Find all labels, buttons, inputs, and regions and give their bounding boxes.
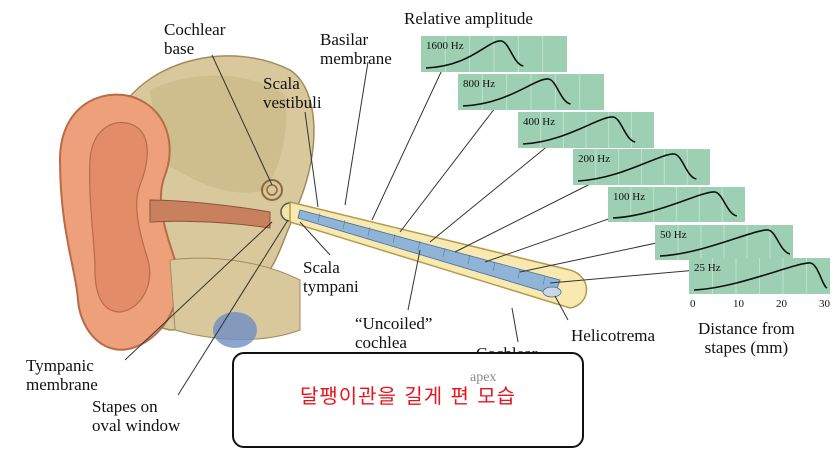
label-cochlear-base: Cochlear base [164, 20, 225, 58]
axis-tick: 0 [690, 298, 696, 310]
frequency-label: 50 Hz [660, 229, 687, 241]
label-tympanic-membrane: Tympanic membrane [26, 356, 98, 394]
label-scala-tympani: Scala tympani [303, 258, 359, 296]
label-relative-amplitude: Relative amplitude [404, 9, 533, 28]
axis-tick: 10 [733, 298, 744, 310]
axis-tick: 30 [819, 298, 830, 310]
label-helicotrema: Helicotrema [571, 326, 655, 345]
label-stapes-oval-window: Stapes on oval window [92, 397, 180, 435]
callout-box: 달팽이관을 길게 편 모습 [232, 352, 584, 448]
callout-text: 달팽이관을 길게 편 모습 [234, 380, 582, 409]
label-uncoiled-cochlea: “Uncoiled” cochlea [355, 314, 432, 352]
label-basilar-membrane: Basilar membrane [320, 30, 392, 68]
axis-tick: 20 [776, 298, 787, 310]
label-distance-from-stapes: Distance from stapes (mm) [698, 319, 795, 357]
frequency-label: 800 Hz [463, 78, 495, 90]
blue-vessel [213, 312, 257, 348]
helicotrema-end [543, 287, 561, 297]
frequency-label: 100 Hz [613, 191, 645, 203]
frequency-label: 1600 Hz [426, 40, 464, 52]
frequency-label: 400 Hz [523, 116, 555, 128]
frequency-label: 200 Hz [578, 153, 610, 165]
label-scala-vestibuli: Scala vestibuli [263, 74, 322, 112]
label-apex-overlap: apex [470, 370, 496, 386]
frequency-label: 25 Hz [694, 262, 721, 274]
